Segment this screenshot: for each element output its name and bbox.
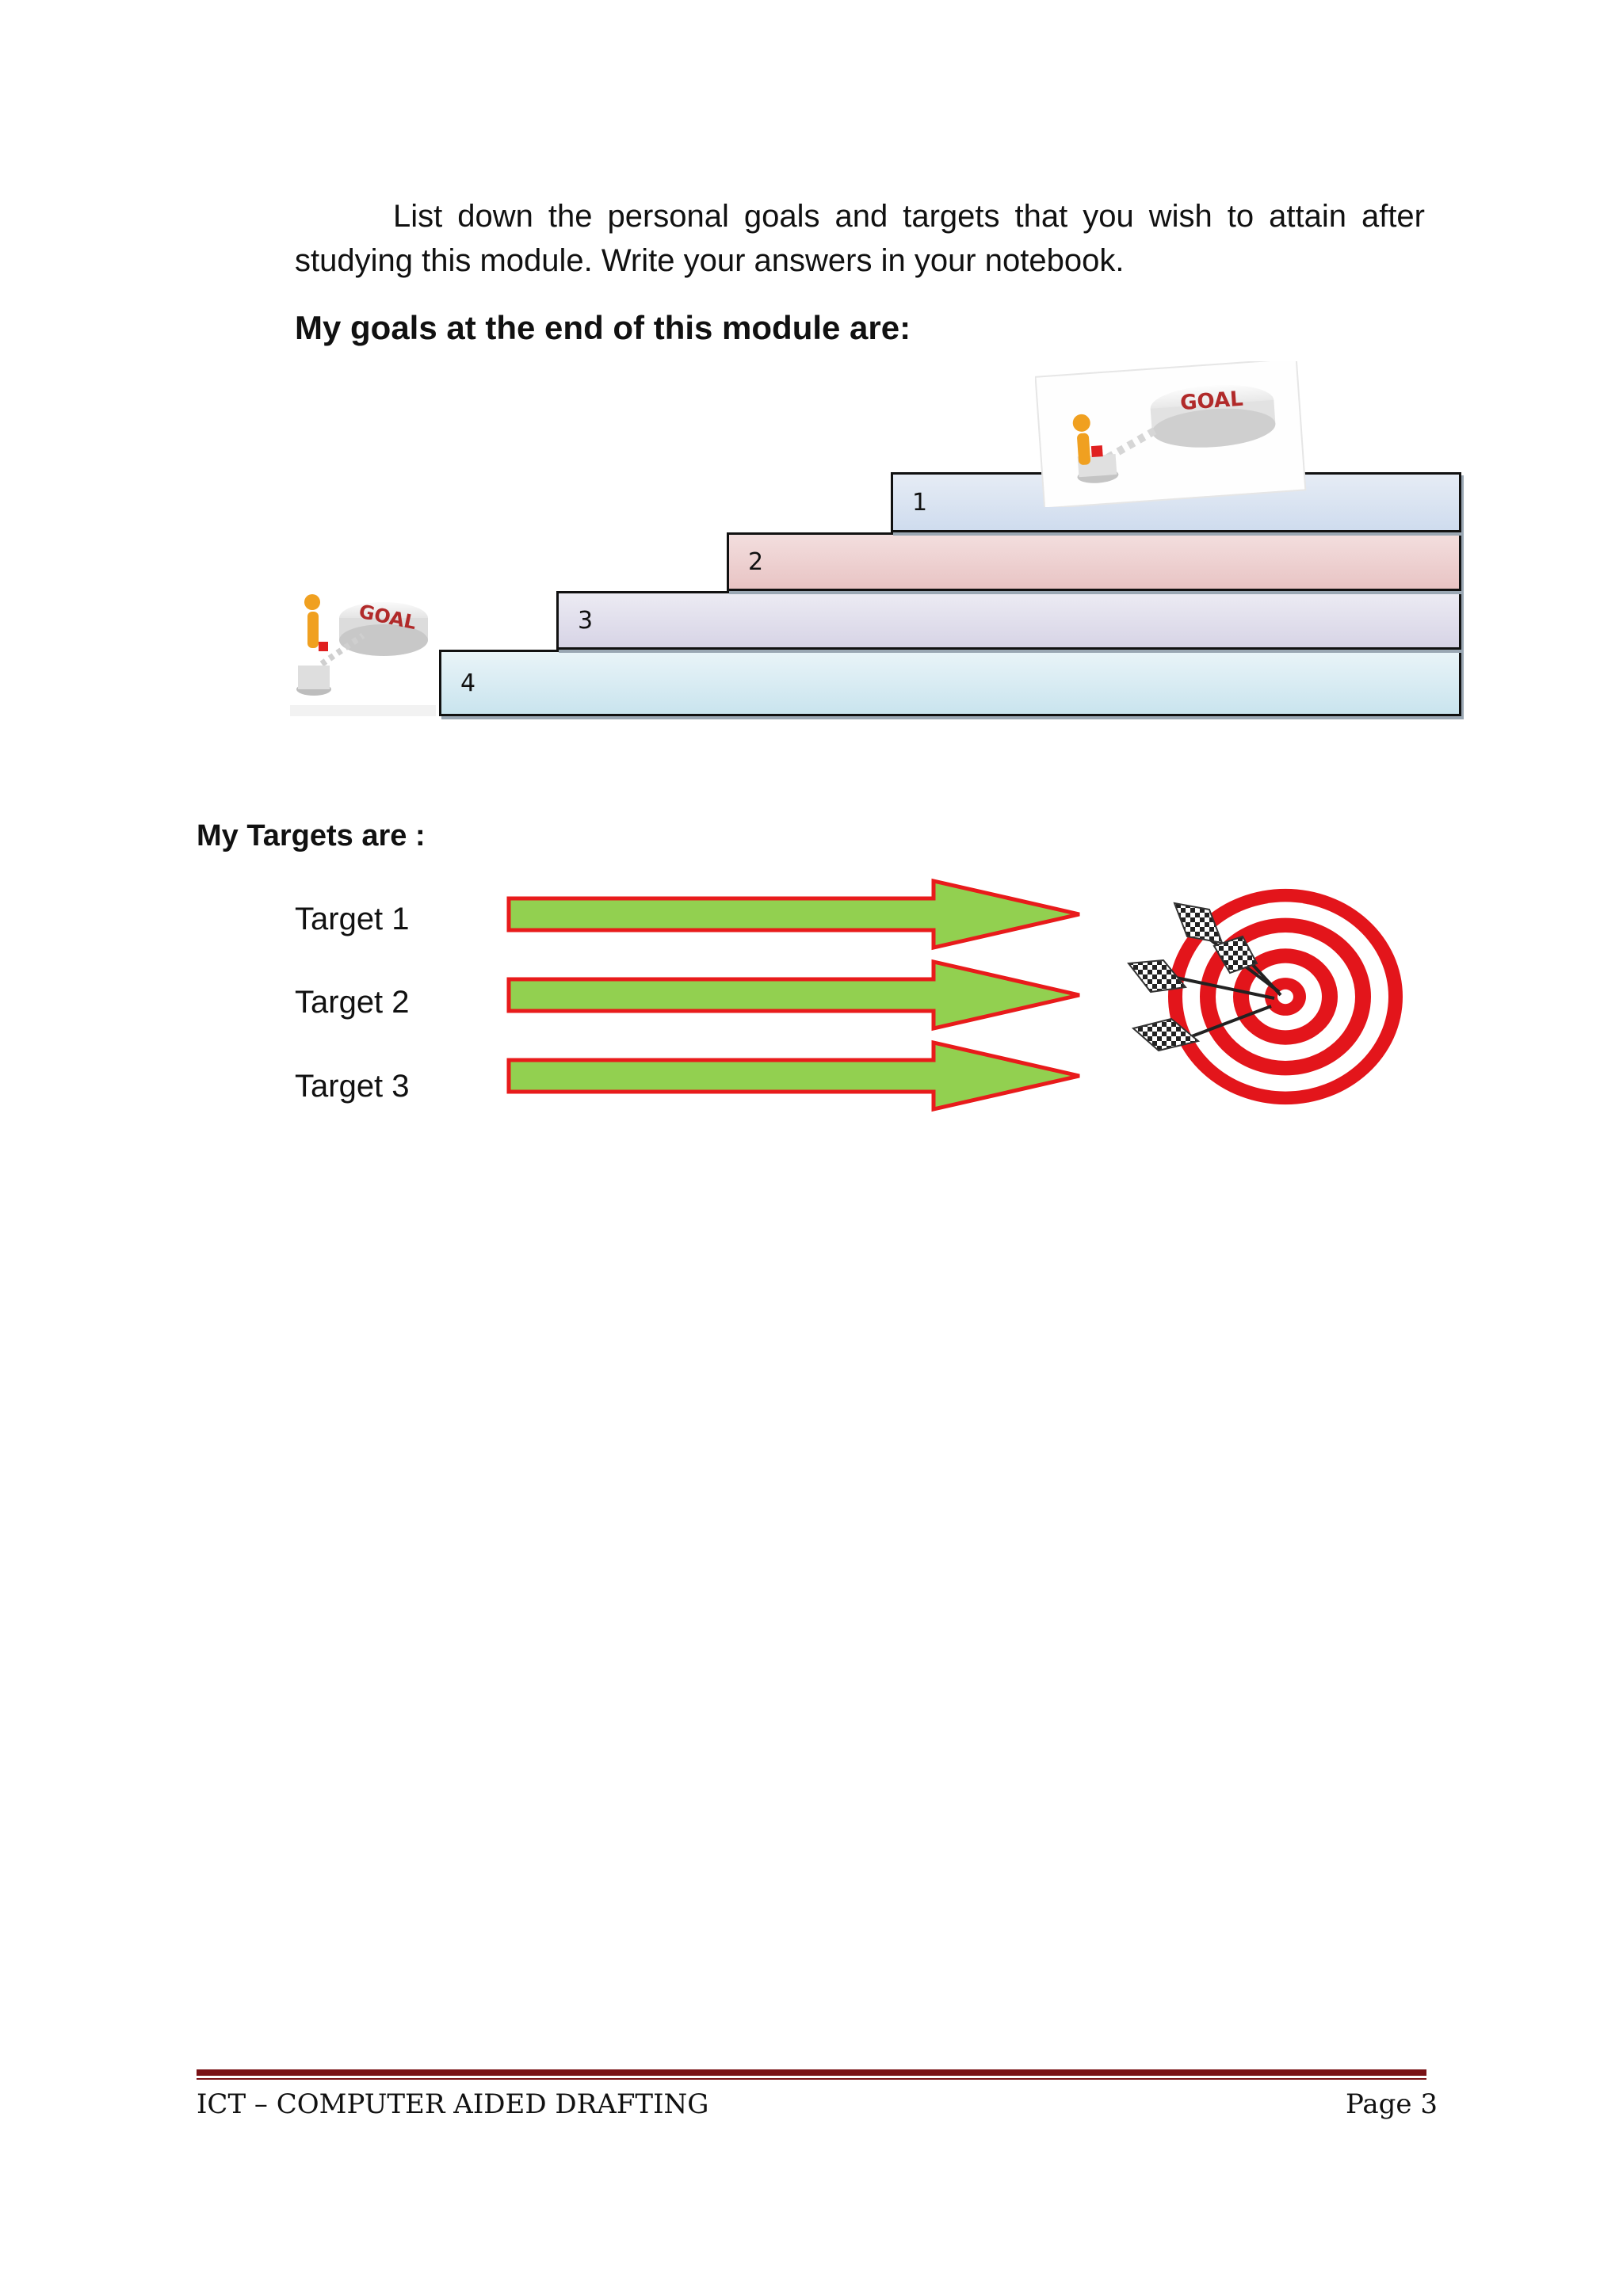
goal-illustration-large: GOAL [1035,361,1307,507]
goal-step-2: 2 [727,532,1461,591]
targets-heading: My Targets are : [197,819,426,852]
target-label-2: Target 2 [295,985,410,1020]
footer-title: ICT – COMPUTER AIDED DRAFTING [197,2088,709,2120]
intro-text: List down the personal goals and targets… [295,199,1425,278]
footer-page-number: Page 3 [1346,2088,1438,2120]
footer-rule [197,2069,1426,2080]
goals-heading: My goals at the end of this module are: [295,309,911,346]
target-label-1: Target 1 [295,902,410,936]
goal-step-4: 4 [439,650,1461,716]
goal-step-2-label: 2 [748,547,764,576]
intro-paragraph: List down the personal goals and targets… [295,194,1425,283]
target-arrows [506,878,1080,1112]
target-arrow-1 [506,878,1080,951]
goal-step-4-label: 4 [460,669,476,697]
goal-illustration-small: GOAL [290,594,436,716]
target-arrow-2 [506,959,1080,1032]
goal-step-1-label: 1 [912,488,928,517]
dartboard-icon [1127,888,1403,1105]
goal-step-3-label: 3 [578,606,594,635]
target-arrow-3 [506,1039,1080,1112]
goal-step-3: 3 [556,591,1461,650]
goal-sign-large: GOAL [1179,387,1243,415]
target-label-3: Target 3 [295,1069,410,1104]
